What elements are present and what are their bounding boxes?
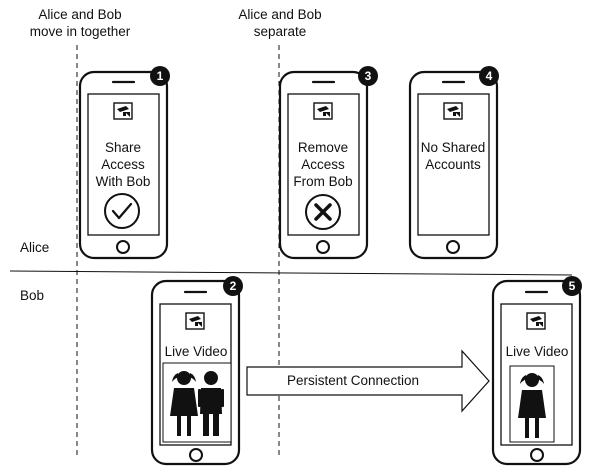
phone-5: Live Video 5: [491, 276, 582, 466]
phone-1-line1: Share: [105, 140, 141, 155]
phone-4-badge-number: 4: [486, 69, 493, 83]
phone-3-line1: Remove: [298, 140, 348, 155]
checkmark-icon: [104, 193, 140, 229]
security-camera-icon: [113, 102, 133, 120]
row-divider: [9, 270, 573, 276]
phone-2: Live Video 2: [150, 276, 243, 466]
phone-1-badge-number: 1: [157, 69, 164, 83]
separate-annotation-line1: Alice and Bob: [238, 7, 321, 22]
separate-annotation-line2: separate: [254, 24, 307, 39]
phone-1-badge: [150, 66, 170, 86]
move-in-annotation-line2: move in together: [30, 24, 131, 39]
move-in-annotation-line1: Alice and Bob: [38, 7, 121, 22]
phone-1-line2: Access: [101, 157, 145, 172]
security-camera-icon: [185, 312, 205, 330]
phone-3-badge: [358, 66, 378, 86]
security-camera-icon: [313, 102, 333, 120]
security-camera-icon: [526, 312, 546, 330]
persistent-connection-arrow: Persistent Connection: [246, 349, 490, 413]
phone-3-line3: From Bob: [293, 174, 352, 189]
phone-5-badge-number: 5: [569, 279, 576, 293]
bob-row-label: Bob: [20, 288, 44, 303]
phone-4: No Shared Accounts 4: [408, 66, 499, 260]
phone-3: Remove Access From Bob 3: [278, 66, 378, 260]
phone-2-badge-number: 2: [230, 279, 237, 293]
security-camera-icon: [443, 102, 463, 120]
phone-1: Share Access With Bob 1: [78, 66, 170, 260]
phone-3-line2: Access: [301, 157, 345, 172]
phone-5-badge: [562, 276, 582, 296]
phone-2-line1: Live Video: [165, 344, 228, 359]
alice-row-label: Alice: [20, 240, 49, 255]
phone-1-line3: With Bob: [96, 174, 151, 189]
persistent-connection-label: Persistent Connection: [287, 373, 419, 388]
phone-4-line1: No Shared: [421, 140, 486, 155]
phone-5-line1: Live Video: [506, 344, 569, 359]
phone-4-line2: Accounts: [425, 157, 481, 172]
phone-4-badge: [479, 66, 499, 86]
phone-3-badge-number: 3: [365, 69, 372, 83]
cross-icon: [305, 194, 341, 230]
phone-2-badge: [223, 276, 243, 296]
